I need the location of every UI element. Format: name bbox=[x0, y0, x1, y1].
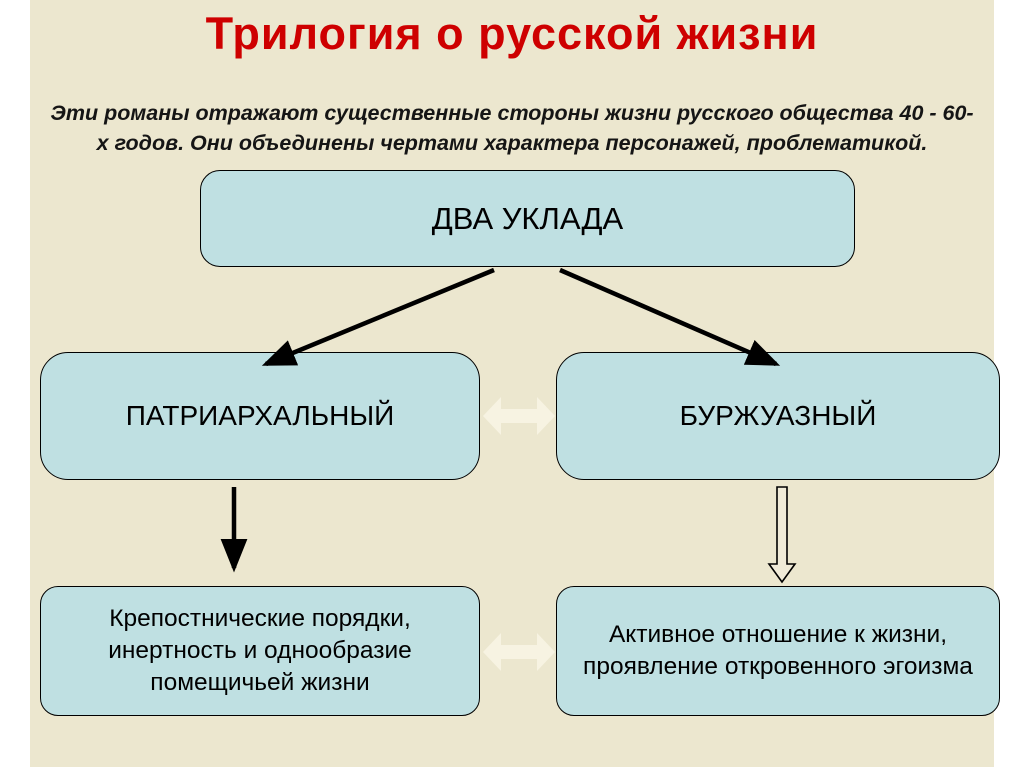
box-serfdom-description-label: Крепостнические порядки, инертность и од… bbox=[108, 605, 412, 696]
box-serfdom-description: Крепостнические порядки, инертность и од… bbox=[40, 586, 480, 716]
box-patriarchal-label: ПАТРИАРХАЛЬНЫЙ bbox=[125, 400, 395, 431]
box-two-ways-of-life-label: ДВА УКЛАДА bbox=[431, 200, 624, 236]
box-active-attitude-description-label: Активное отношение к жизни, проявление о… bbox=[583, 621, 973, 680]
box-bourgeois: БУРЖУАЗНЫЙ bbox=[556, 352, 1000, 480]
slide-title: Трилогия о русской жизни bbox=[205, 8, 819, 59]
box-two-ways-of-life: ДВА УКЛАДА bbox=[200, 170, 855, 267]
box-active-attitude-description: Активное отношение к жизни, проявление о… bbox=[556, 586, 1000, 716]
slide-subtitle: Эти романы отражают существенные стороны… bbox=[50, 101, 974, 156]
box-patriarchal: ПАТРИАРХАЛЬНЫЙ bbox=[40, 352, 480, 480]
box-bourgeois-label: БУРЖУАЗНЫЙ bbox=[679, 400, 877, 431]
